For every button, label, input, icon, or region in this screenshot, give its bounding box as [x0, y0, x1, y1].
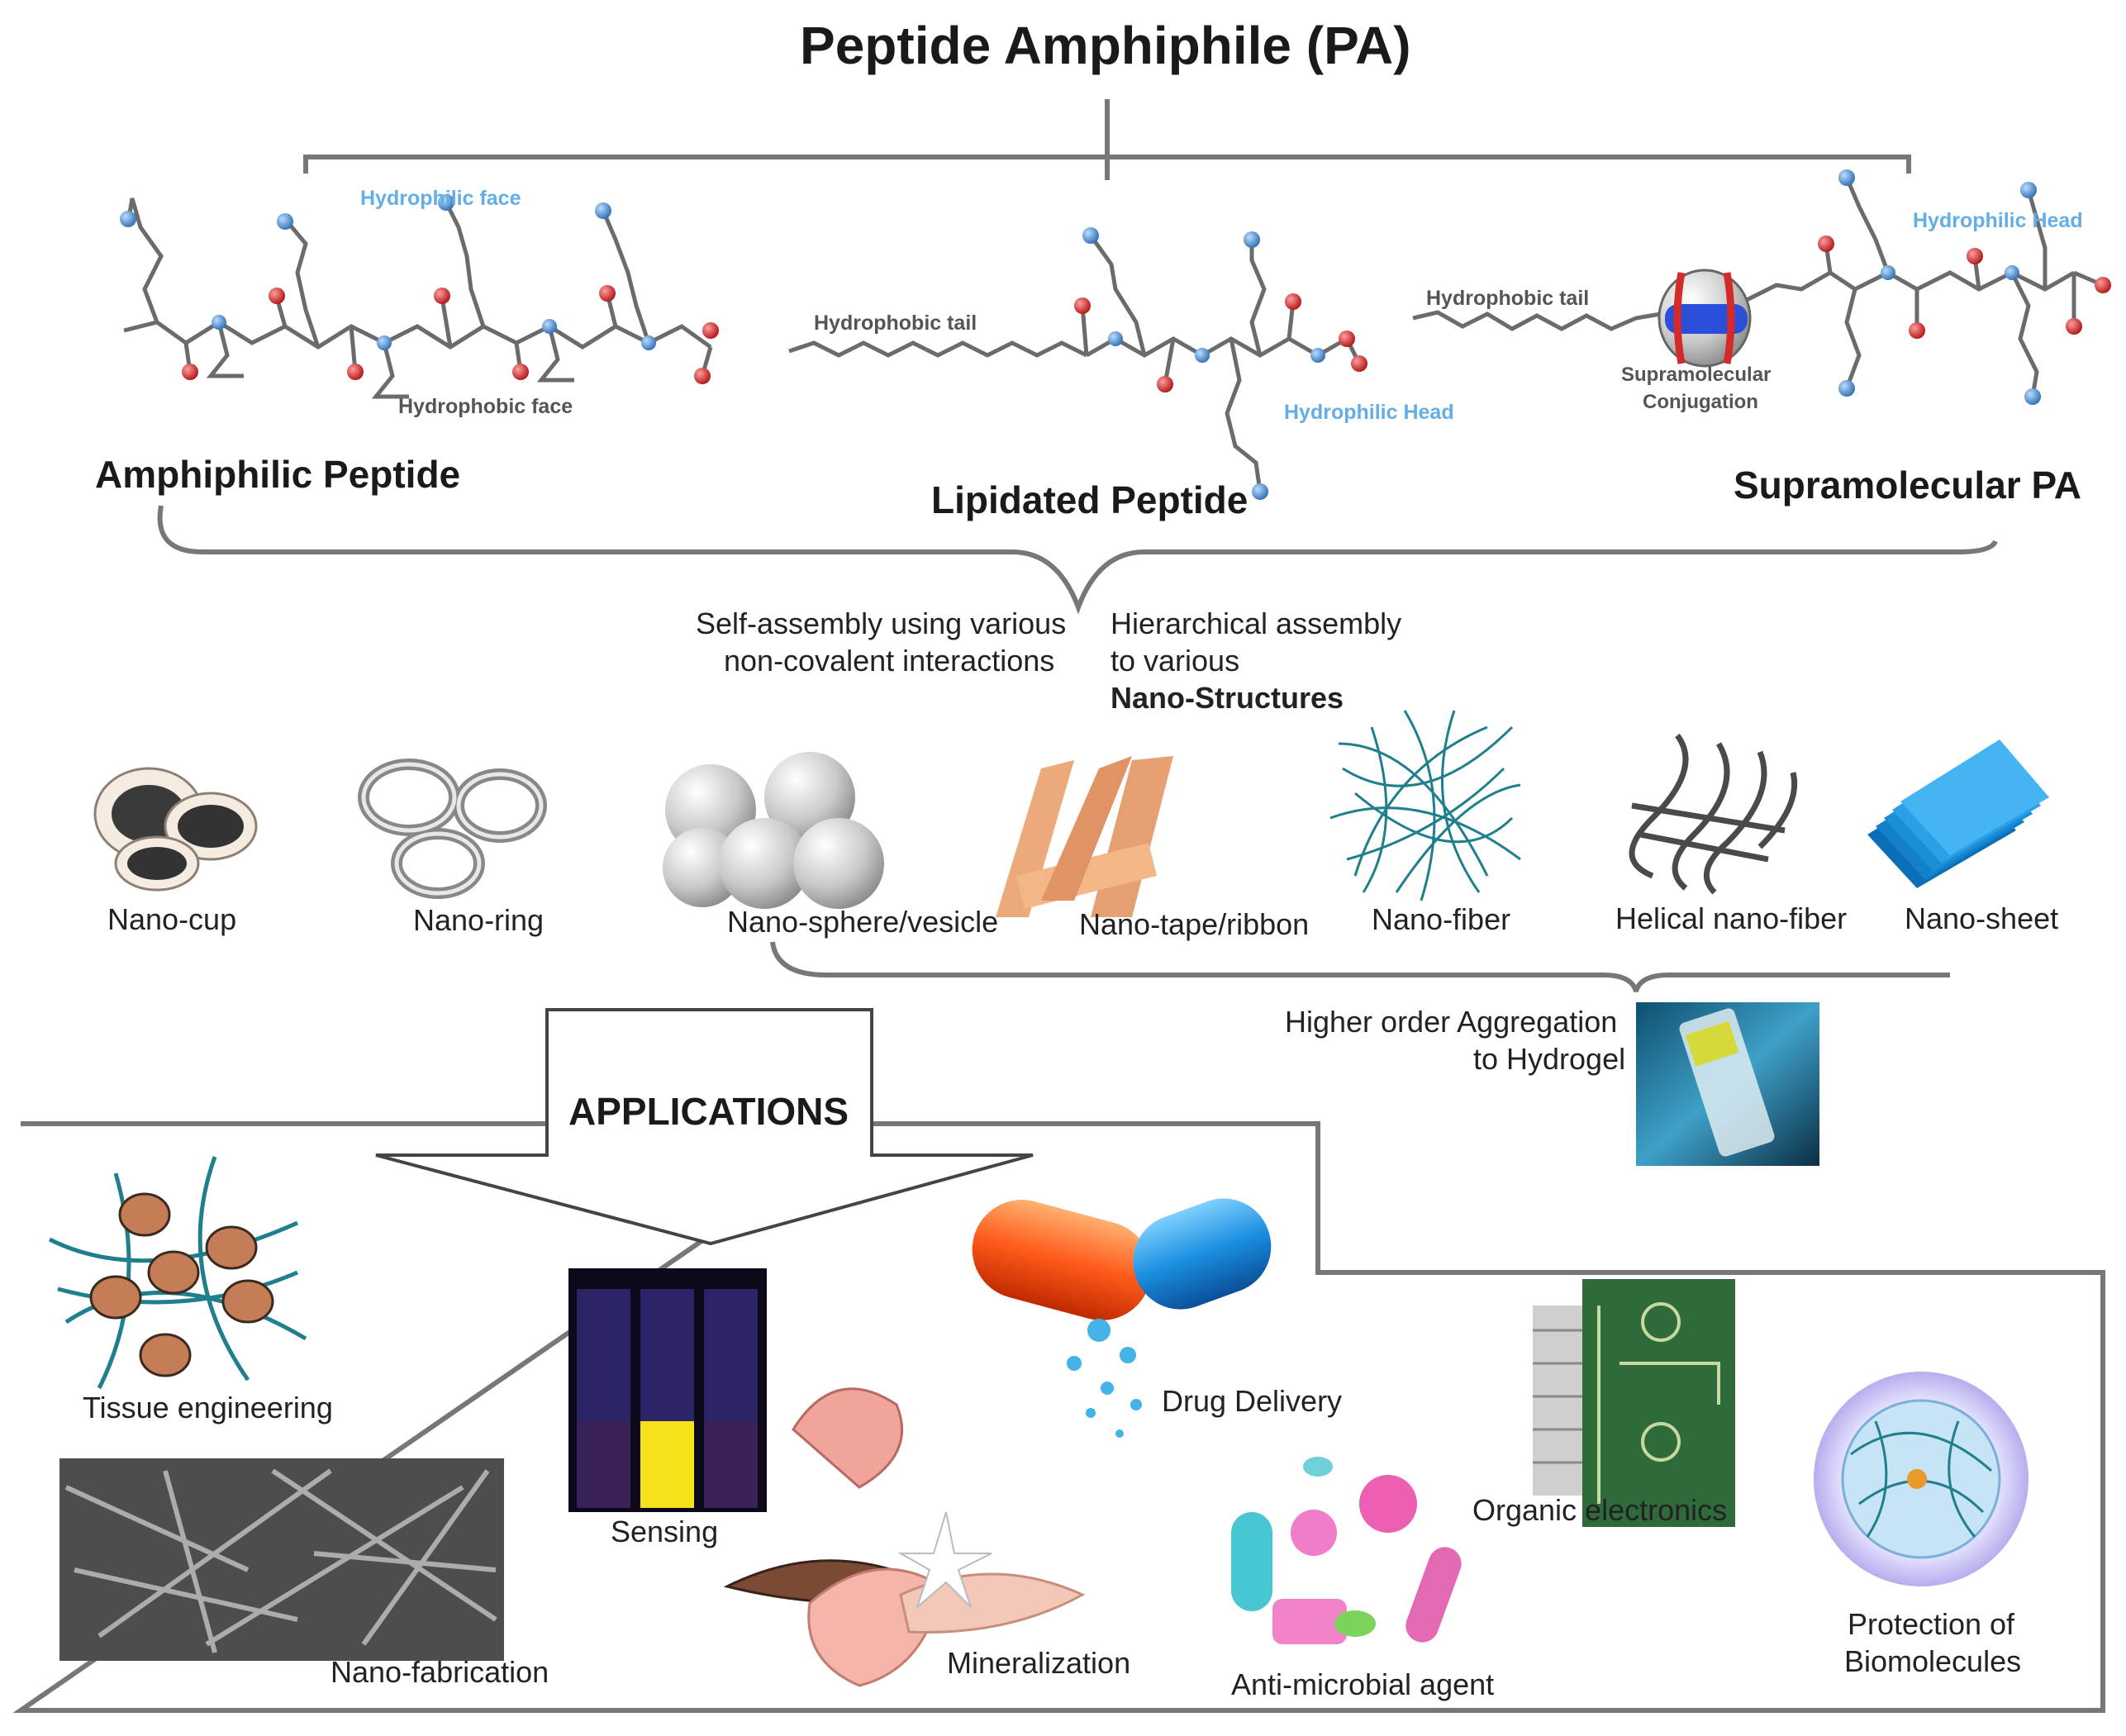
lipidated-peptide-label: Lipidated Peptide: [931, 478, 1248, 521]
organic-electronics-label: Organic electronics: [1472, 1493, 1728, 1527]
drug-delivery-icon: [972, 1198, 1272, 1438]
supramolecular-hydrophilic-head-label: Hydrophilic Head: [1913, 209, 2083, 232]
hydrophobic-face-label: Hydrophobic face: [398, 395, 573, 418]
sensing-image: [568, 1268, 767, 1512]
nano-fiber-label: Nano-fiber: [1372, 902, 1511, 936]
lipidated-hydrophilic-head-label: Hydrophilic Head: [1284, 401, 1454, 424]
supramolecular-hydrophobic-tail-label: Hydrophobic tail: [1426, 287, 1590, 310]
lipidated-peptide-molecule: [788, 234, 1362, 492]
lipidated-peptide-atoms: [1074, 227, 1367, 500]
self-assembly-label-2: non-covalent interactions: [724, 644, 1055, 678]
page-title: Peptide Amphiphile (PA): [800, 16, 1411, 75]
applications-heading: APPLICATIONS: [568, 1090, 849, 1133]
amphiphilic-peptide-atoms: [120, 194, 719, 384]
middle-bracket: [157, 505, 1998, 615]
supramolecular-pa-molecule: [1412, 177, 2104, 397]
helical-nano-fiber-label: Helical nano-fiber: [1615, 901, 1848, 935]
sensing-label: Sensing: [611, 1515, 719, 1548]
amphiphilic-peptide-label: Amphiphilic Peptide: [95, 453, 461, 496]
supramolecular-pa-atoms: [1818, 169, 2111, 405]
anti-microbial-icon: [1231, 1457, 1462, 1644]
amphiphilic-peptide-molecule: [123, 197, 713, 399]
lower-bracket: [770, 941, 1950, 992]
self-assembly-label-1: Self-assembly using various: [696, 606, 1067, 640]
nano-tape-icon: [996, 756, 1173, 917]
hydrogel-label-1: Higher order Aggregation: [1285, 1005, 1618, 1039]
applications-arrow: [375, 1008, 1034, 1246]
supramolecular-conjugation-label-2: Conjugation: [1643, 391, 1758, 413]
nano-sheet-label: Nano-sheet: [1905, 901, 2059, 935]
helical-nano-fiber-icon: [1629, 733, 1798, 895]
nano-cup-label: Nano-cup: [107, 902, 237, 936]
nano-sheet-icon: [1867, 740, 2049, 888]
hydrophilic-face-label: Hydrophilic face: [360, 187, 521, 210]
drug-delivery-label: Drug Delivery: [1162, 1384, 1343, 1418]
nano-structures-label: Nano-Structures: [1111, 681, 1344, 715]
nano-fabrication-label: Nano-fabrication: [331, 1655, 549, 1689]
applications-frame: [12, 1121, 2105, 1713]
supramolecular-pa-label: Supramolecular PA: [1734, 464, 2081, 507]
anti-microbial-label: Anti-microbial agent: [1231, 1667, 1495, 1701]
hierarchical-assembly-label-1: Hierarchical assembly: [1111, 606, 1402, 640]
mineralization-icon: [723, 1387, 1086, 1687]
protection-of-biomolecules-icon: [1814, 1372, 2028, 1586]
nano-ring-icon: [358, 759, 547, 899]
hydrogel-label-2: to Hydrogel: [1473, 1042, 1626, 1076]
nano-cup-icon: [93, 767, 258, 892]
tissue-engineering-label: Tissue engineering: [83, 1391, 333, 1424]
nano-sphere-label: Nano-sphere/vesicle: [727, 905, 999, 939]
protection-label-2: Biomolecules: [1844, 1644, 2022, 1678]
supramolecular-conjugation-icon: [1658, 269, 1752, 368]
nano-ring-label: Nano-ring: [413, 903, 545, 937]
tissue-engineering-icon: [48, 1156, 307, 1390]
hydrogel-image: [1636, 1002, 1819, 1166]
nano-tape-label: Nano-tape/ribbon: [1079, 907, 1310, 941]
lipidated-hydrophobic-tail-label: Hydrophobic tail: [814, 312, 977, 335]
top-bracket: [303, 99, 1911, 180]
supramolecular-conjugation-label-1: Supramolecular: [1621, 364, 1772, 386]
nano-fabrication-image: [59, 1458, 504, 1661]
nano-fiber-icon: [1329, 710, 1521, 901]
hierarchical-assembly-label-2: to various: [1111, 644, 1240, 678]
mineralization-label: Mineralization: [947, 1646, 1131, 1680]
organic-electronics-image: [1533, 1279, 1735, 1527]
nano-sphere-icon: [663, 752, 884, 909]
protection-label-1: Protection of: [1847, 1607, 2015, 1641]
